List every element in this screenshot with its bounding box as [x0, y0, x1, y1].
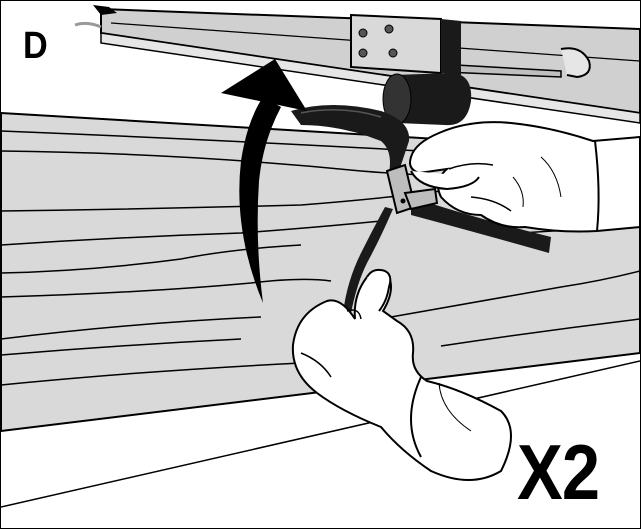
hinge-bracket — [351, 15, 461, 75]
strap-roll — [383, 73, 471, 125]
step-label: D — [23, 27, 48, 65]
quantity-label: X2 — [517, 433, 599, 511]
